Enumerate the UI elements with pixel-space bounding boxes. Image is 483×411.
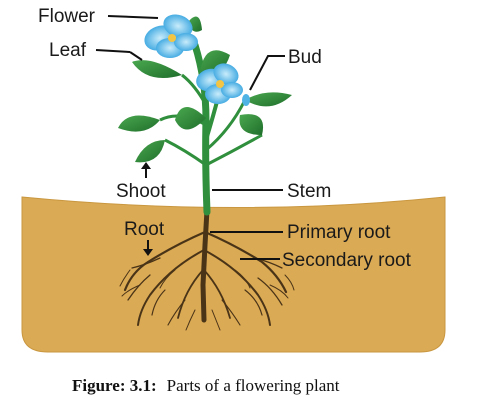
arrow-shoot <box>141 162 151 178</box>
bud <box>242 94 250 106</box>
label-primary-root: Primary root <box>287 222 391 243</box>
caption-prefix: Figure: 3.1: <box>72 376 157 395</box>
leader-lines <box>95 15 285 260</box>
flower-middle <box>196 63 243 104</box>
label-shoot: Shoot <box>116 181 166 202</box>
soil <box>21 196 446 353</box>
label-secondary-root: Secondary root <box>282 250 412 271</box>
label-root: Root <box>124 219 165 240</box>
roots <box>119 207 295 331</box>
label-stem: Stem <box>287 181 331 202</box>
arrow-root <box>143 240 153 256</box>
label-bud: Bud <box>288 47 322 68</box>
flower-top <box>144 14 198 58</box>
label-flower: Flower <box>38 6 96 27</box>
caption-text: Parts of a flowering plant <box>167 376 340 395</box>
figure-caption: Figure: 3.1: Parts of a flowering plant <box>72 376 340 395</box>
label-leaf: Leaf <box>49 40 87 61</box>
leaves <box>118 16 292 163</box>
